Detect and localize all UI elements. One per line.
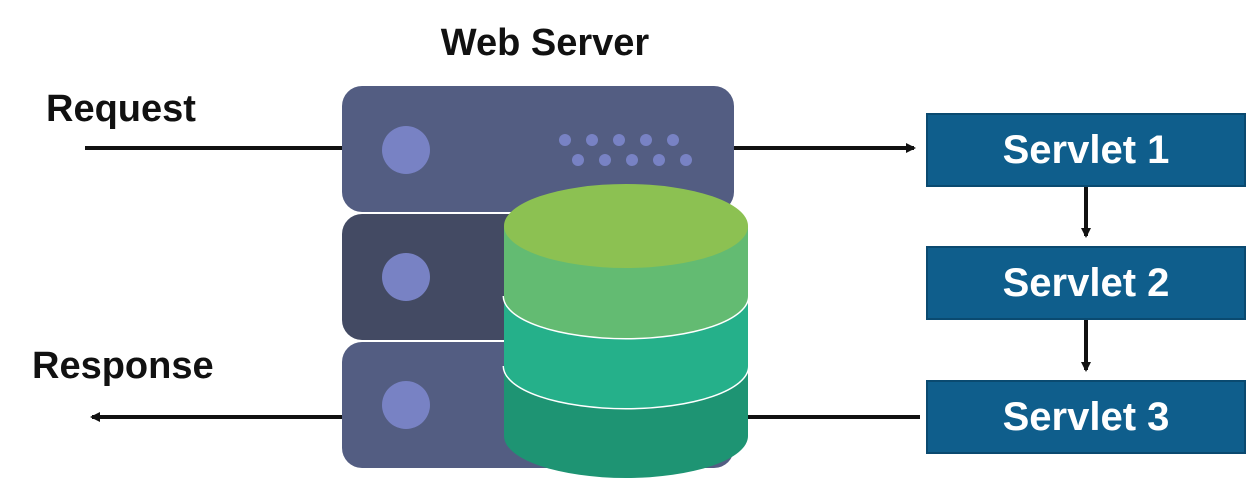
servlet-2-label: Servlet 2 (1002, 260, 1170, 305)
server-vent-dots (559, 134, 692, 166)
server-unit-top (342, 86, 734, 212)
servlet-1-label: Servlet 1 (1002, 127, 1170, 172)
web-server-title: Web Server (440, 22, 650, 64)
server-unit-top-light (382, 126, 430, 174)
database-cylinder-icon (502, 184, 750, 478)
servlet-3-label: Servlet 3 (1002, 394, 1170, 439)
servlet-1-box: Servlet 1 (926, 113, 1246, 187)
server-unit-bottom-light (382, 381, 430, 429)
server-unit-middle-light (382, 253, 430, 301)
servlet-3-box: Servlet 3 (926, 380, 1246, 454)
servlet-2-box: Servlet 2 (926, 246, 1246, 320)
response-label: Response (32, 345, 214, 387)
db-top (504, 184, 748, 268)
request-label: Request (46, 88, 196, 130)
